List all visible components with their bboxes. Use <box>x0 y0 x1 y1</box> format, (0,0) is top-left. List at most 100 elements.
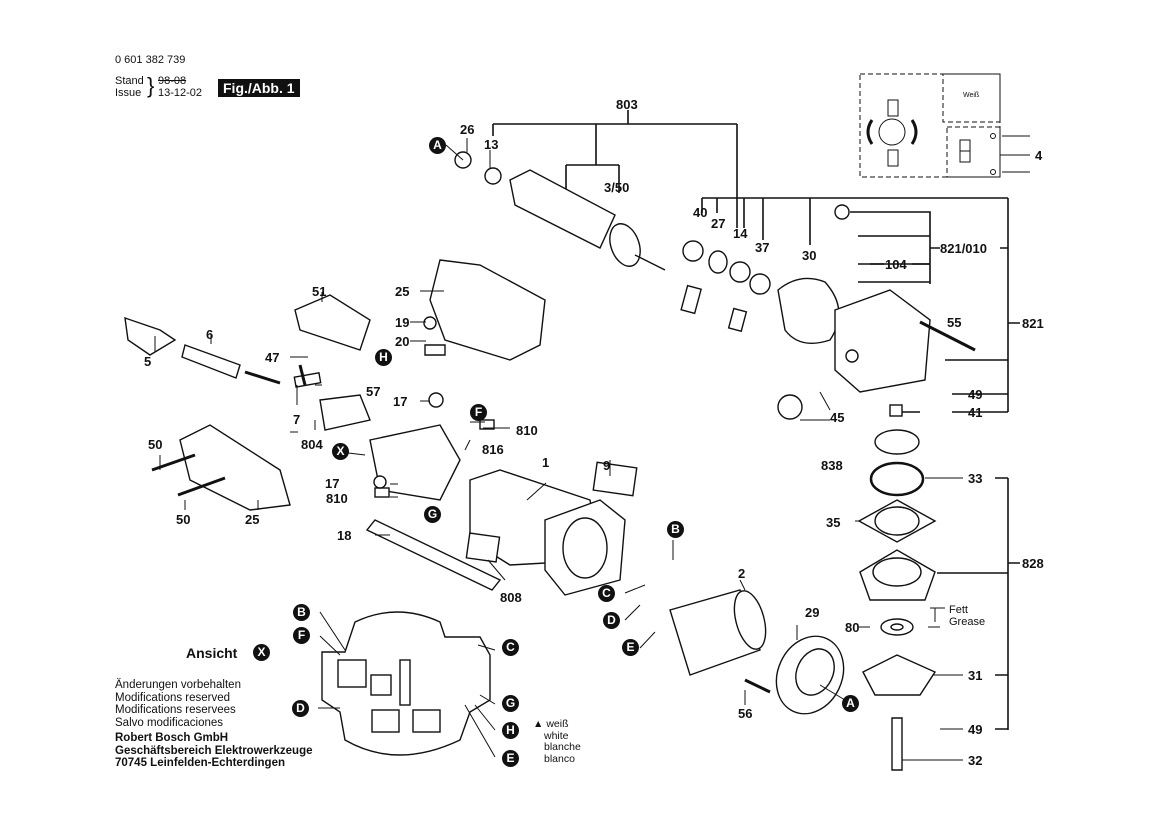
washer-80 <box>880 618 914 636</box>
triangle-marker-icon: ▲ <box>533 718 544 730</box>
cord-guard-6 <box>181 344 241 379</box>
circlip <box>682 240 704 262</box>
callout-g-brush: G <box>424 506 441 523</box>
grease-label-de: Fett <box>949 604 968 616</box>
label-3-50: 3/50 <box>604 180 630 195</box>
plate-31 <box>862 654 937 696</box>
company-name: Robert Bosch GmbH <box>115 732 229 744</box>
company-division: Geschäftsbereich Elektrowerkzeuge <box>115 744 313 757</box>
handle-cover-25 <box>429 259 546 361</box>
brace-icon: } <box>147 73 155 98</box>
note-line: Änderungen vorbehalten <box>115 679 241 691</box>
screws-50 <box>151 453 226 497</box>
view-label: Ansicht <box>186 645 238 661</box>
callout-x-view: X <box>253 644 270 661</box>
callout-f-brush: F <box>470 404 487 421</box>
label-808 <box>465 532 501 563</box>
label-51: 51 <box>312 284 327 299</box>
callout-b-view: B <box>293 604 310 621</box>
label-104: 104 <box>885 257 907 272</box>
label-4: 4 <box>1035 148 1043 163</box>
label-9: 9 <box>603 458 611 473</box>
callout-c-stator: C <box>598 585 615 602</box>
leader-brackets <box>492 110 1020 761</box>
guard-29 <box>775 635 845 715</box>
wiring-weiss-label: Weiß <box>963 92 980 99</box>
label-2: 2 <box>738 566 746 581</box>
label-40: 40 <box>693 205 708 220</box>
wiring-schematic <box>859 73 1030 178</box>
label-810-top: 810 <box>516 423 538 438</box>
ring-27 <box>708 250 728 274</box>
label-33: 33 <box>968 471 983 486</box>
oring-33 <box>869 461 925 497</box>
label-31: 31 <box>968 668 983 683</box>
screw-56 <box>744 678 771 694</box>
issue-label: Issue <box>115 87 142 99</box>
label-57: 57 <box>366 384 381 399</box>
spindle-32 <box>891 717 903 771</box>
label-816: 816 <box>482 442 504 457</box>
callout-e-view: E <box>502 750 519 767</box>
flange-1 <box>544 499 626 596</box>
label-13: 13 <box>484 137 499 152</box>
label-49-top: 49 <box>968 387 983 402</box>
label-18: 18 <box>337 528 352 543</box>
pinion <box>777 394 803 420</box>
label-821: 821 <box>1022 316 1044 331</box>
issue-value: 13-12-02 <box>158 87 203 99</box>
notes-block: Änderungen vorbehalten Modifications res… <box>115 679 313 770</box>
label-30: 30 <box>802 248 817 263</box>
wire-color-legend: ▲ weiß white blanche blanco <box>533 718 581 765</box>
label-14: 14 <box>733 226 748 241</box>
callout-h-electronics: H <box>375 349 392 366</box>
label-35: 35 <box>826 515 841 530</box>
label-55: 55 <box>947 315 962 330</box>
electronics-51 <box>294 294 371 351</box>
callout-d-view: D <box>292 700 309 717</box>
gear-838 <box>874 429 920 455</box>
bearing-14 <box>729 261 751 283</box>
part-number: 0 601 382 739 <box>115 54 186 66</box>
label-25-bottom: 25 <box>245 512 260 527</box>
label-6: 6 <box>206 327 214 342</box>
callout-e-stator: E <box>622 639 639 656</box>
label-27: 27 <box>711 216 726 231</box>
label-803: 803 <box>616 97 638 112</box>
label-7: 7 <box>293 412 301 427</box>
label-1: 1 <box>542 455 550 470</box>
callout-a-guard: A <box>842 695 859 712</box>
label-26: 26 <box>460 122 475 137</box>
label-17-bottom: 17 <box>325 476 340 491</box>
label-17-top: 17 <box>393 394 408 409</box>
label-821-010: 821/010 <box>940 241 987 256</box>
callout-c-view: C <box>502 639 519 656</box>
legend-line: weiß <box>546 718 569 730</box>
company-address: 70745 Leinfelden-Echterdingen <box>115 757 285 769</box>
stand-label: Stand <box>115 75 144 87</box>
callout-f-view: F <box>293 627 310 644</box>
fan <box>609 223 641 267</box>
handle-half-25 <box>179 424 291 511</box>
label-50-top: 50 <box>148 437 163 452</box>
part-30 <box>777 277 840 344</box>
label-808: 808 <box>500 590 522 605</box>
bracket-821 <box>701 197 1009 412</box>
callout-b-stator: B <box>667 521 684 538</box>
label-41: 41 <box>968 405 983 420</box>
callout-a-armature: A <box>429 137 446 154</box>
note-line: Modifications reserved <box>115 691 231 704</box>
note-line: Modifications reservees <box>115 704 236 716</box>
plug-5 <box>124 316 177 356</box>
label-49-bottom: 49 <box>968 722 983 737</box>
legend-line: white <box>544 729 569 742</box>
bracket-828 <box>937 477 1020 730</box>
gasket-35 <box>857 499 937 543</box>
callout-h-view: H <box>502 722 519 739</box>
callout-x-diagram: X <box>332 443 349 460</box>
leader-lines <box>154 138 945 758</box>
label-838: 838 <box>821 458 843 473</box>
armature <box>509 169 616 249</box>
label-56: 56 <box>738 706 753 721</box>
